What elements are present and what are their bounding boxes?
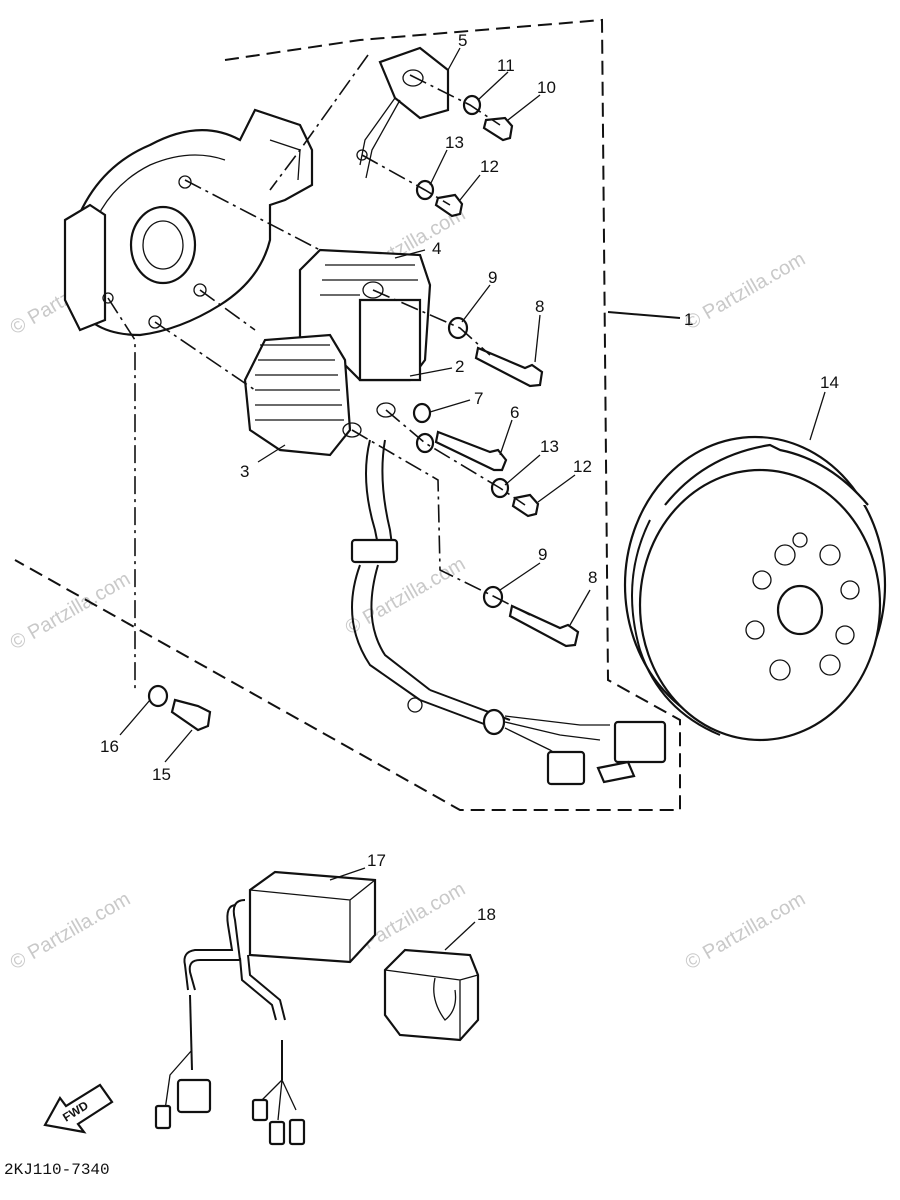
callout-13: 13	[540, 437, 559, 456]
callout-numbers: 1 2 3 4 5 6 7 8 8 9 9 10 11 12 12 13 13 …	[100, 31, 839, 924]
callout-leaders	[119, 47, 826, 951]
callout-8: 8	[535, 297, 544, 316]
callout-4: 4	[432, 239, 441, 258]
watermark-text: © Partzilla.com	[7, 888, 135, 974]
watermark-text: © Partzilla.com	[682, 888, 810, 974]
callout-9: 9	[538, 545, 547, 564]
pickup-coil	[356, 46, 450, 179]
cdi-unit	[154, 870, 377, 1146]
callout-11: 11	[497, 56, 515, 75]
callout-8: 8	[588, 568, 597, 587]
callout-7: 7	[474, 389, 483, 408]
wire-harness	[350, 439, 667, 786]
callout-12: 12	[480, 157, 499, 176]
callout-12: 12	[573, 457, 592, 476]
callout-18: 18	[477, 905, 496, 924]
base-plate	[63, 108, 314, 337]
callout-14: 14	[820, 373, 839, 392]
diagram-code: 2KJ110-7340	[4, 1161, 110, 1179]
watermark-text: © Partzilla.com	[682, 248, 810, 334]
fwd-arrow-icon: FWD	[43, 1083, 114, 1134]
callout-13: 13	[445, 133, 464, 152]
callout-2: 2	[455, 357, 464, 376]
callout-16: 16	[100, 737, 119, 756]
callout-15: 15	[152, 765, 171, 784]
callout-6: 6	[510, 403, 519, 422]
callout-9: 9	[488, 268, 497, 287]
fasteners	[147, 94, 580, 732]
watermark-text: © Partzilla.com	[7, 568, 135, 654]
cdi-cover	[383, 948, 480, 1042]
callout-10: 10	[537, 78, 556, 97]
callout-1: 1	[684, 310, 693, 329]
callout-17: 17	[367, 851, 386, 870]
assembly-boundary-line	[14, 18, 681, 811]
callout-5: 5	[458, 31, 467, 50]
assembly-leader-line	[607, 311, 681, 319]
alignment-lines	[107, 54, 531, 690]
rotor	[623, 435, 887, 742]
callout-3: 3	[240, 462, 249, 481]
stator-coil-assembly	[243, 248, 432, 457]
